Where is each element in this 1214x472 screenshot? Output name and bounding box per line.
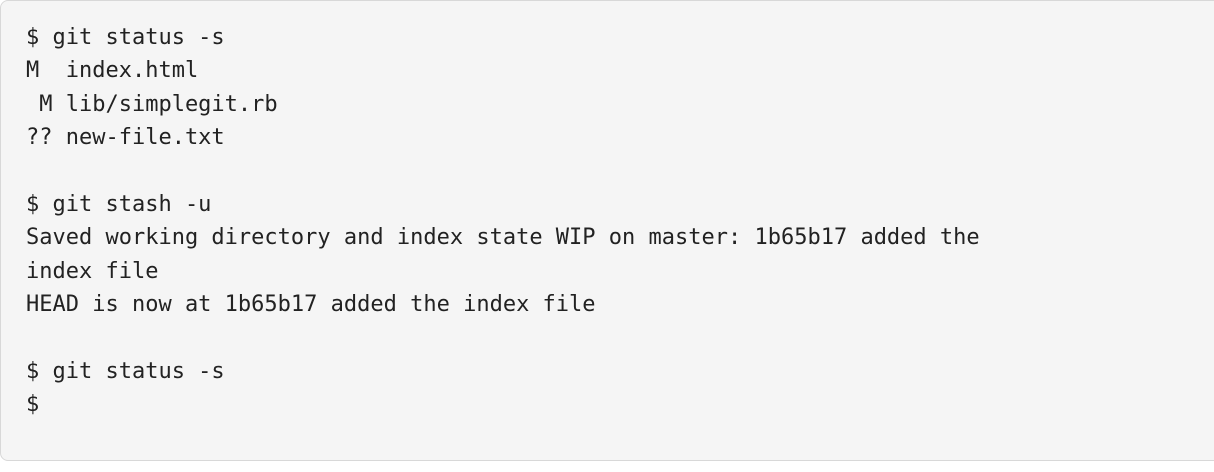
terminal-line: $ [26, 392, 40, 418]
terminal-line: ?? new-file.txt [26, 125, 225, 151]
terminal-line: HEAD is now at 1b65b17 added the index f… [26, 292, 596, 318]
terminal-line: Saved working directory and index state … [26, 225, 980, 251]
terminal-line: index file [26, 258, 159, 284]
terminal-line [26, 155, 980, 188]
terminal-line: $ git stash -u [26, 191, 212, 217]
terminal-line: $ git status -s [26, 358, 225, 384]
terminal-line: M lib/simplegit.rb [26, 91, 278, 117]
terminal-line: M index.html [26, 58, 199, 84]
code-block: $ git status -s M index.html M lib/simple… [0, 0, 1214, 461]
terminal-line: $ git status -s [26, 25, 225, 50]
terminal-output: $ git status -s M index.html M lib/simple… [26, 21, 980, 422]
terminal-line [26, 322, 980, 355]
